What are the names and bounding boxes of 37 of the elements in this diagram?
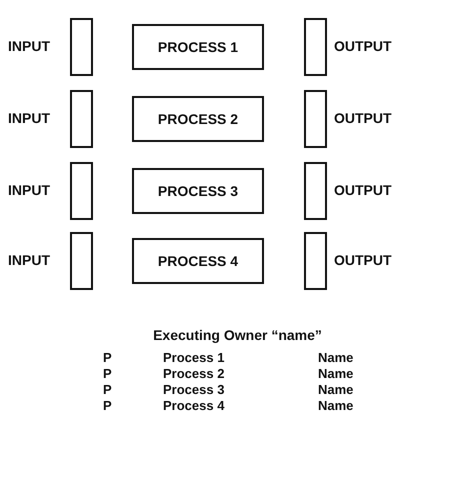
- owner-cell: Name: [318, 382, 354, 397]
- empty-box: [304, 90, 327, 148]
- type-cell: P: [103, 382, 112, 397]
- process-label: PROCESS 4: [158, 253, 238, 269]
- process-cell: Process 3: [163, 382, 224, 397]
- type-cell: P: [103, 350, 112, 365]
- input-label: INPUT: [8, 38, 50, 54]
- empty-box: [70, 232, 93, 290]
- owner-cell: Name: [318, 350, 354, 365]
- process-label: PROCESS 2: [158, 111, 238, 127]
- type-cell: P: [103, 398, 112, 413]
- output-label: OUTPUT: [334, 110, 392, 126]
- process-cell: Process 1: [163, 350, 224, 365]
- process-label: PROCESS 3: [158, 183, 238, 199]
- process-cell: Process 2: [163, 366, 224, 381]
- process-box: [132, 24, 264, 70]
- process-cell: Process 4: [163, 398, 224, 413]
- input-label: INPUT: [8, 110, 50, 126]
- output-label: OUTPUT: [334, 182, 392, 198]
- empty-box: [304, 162, 327, 220]
- empty-box: [70, 162, 93, 220]
- owner-cell: Name: [318, 398, 354, 413]
- process-box: [132, 238, 264, 284]
- process-label: PROCESS 1: [158, 39, 238, 55]
- type-cell: P: [103, 366, 112, 381]
- input-label: INPUT: [8, 182, 50, 198]
- empty-box: [304, 232, 327, 290]
- output-label: OUTPUT: [334, 252, 392, 268]
- table-heading: Executing Owner “name”: [152, 327, 323, 343]
- process-box: [132, 168, 264, 214]
- output-label: OUTPUT: [334, 38, 392, 54]
- empty-box: [304, 18, 327, 76]
- empty-box: [70, 18, 93, 76]
- empty-box: [70, 90, 93, 148]
- input-label: INPUT: [8, 252, 50, 268]
- process-box: [132, 96, 264, 142]
- owner-cell: Name: [318, 366, 354, 381]
